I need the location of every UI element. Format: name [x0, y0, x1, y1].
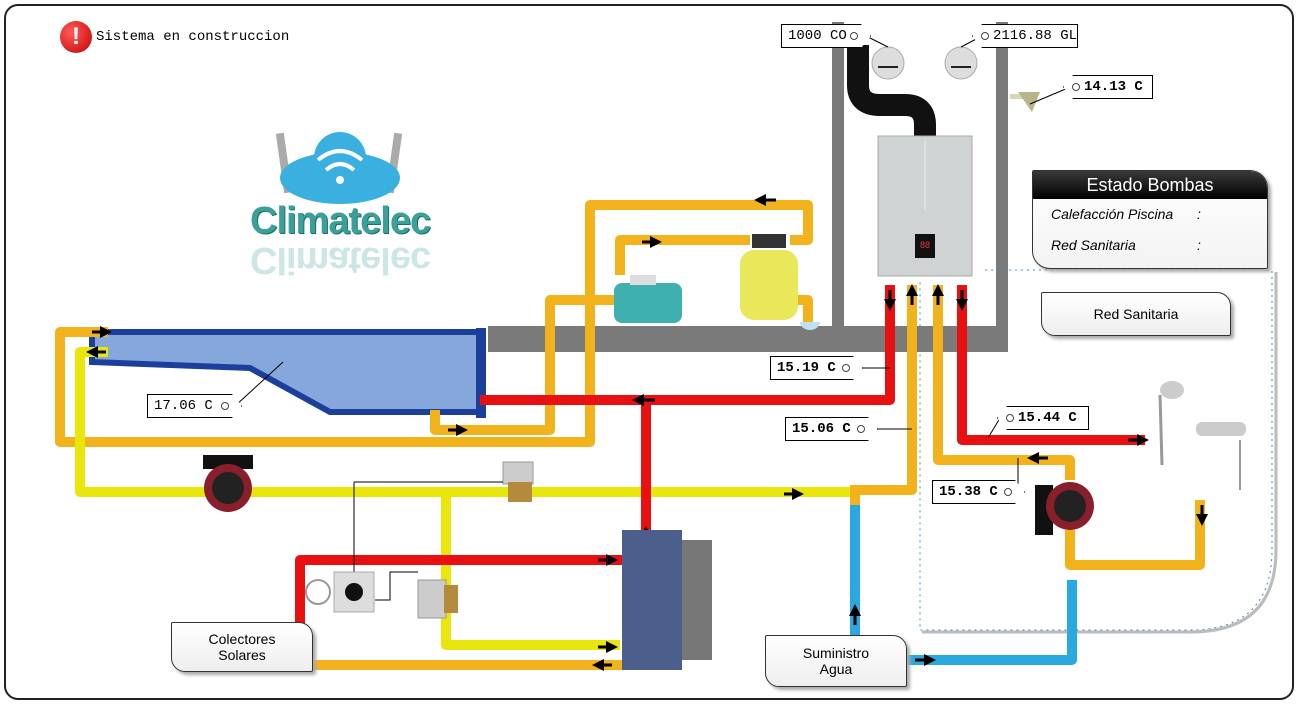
warm-pipes	[55, 200, 1205, 670]
boiler-out-temp-value: 15.19 C	[777, 360, 836, 376]
sanitary-circulator-pump[interactable]	[1035, 482, 1094, 535]
plate-heat-exchanger[interactable]	[622, 530, 712, 670]
sensor-knob-icon	[981, 32, 989, 40]
sensor-knob-icon	[221, 402, 229, 410]
hot-pipes	[295, 285, 1145, 630]
water-supply-button[interactable]: Suministro Agua	[765, 635, 907, 687]
pool-temp-value: 17.06 C	[154, 398, 213, 414]
logo-reflection: Climatelec	[250, 239, 431, 281]
sanitary-network-label: Red Sanitaria	[1093, 306, 1179, 322]
co-detector	[871, 46, 905, 80]
svg-text:88: 88	[920, 240, 930, 250]
boiler-return-temp-tag[interactable]: 15.06 C	[785, 417, 878, 441]
sensor-knob-icon	[1004, 488, 1012, 496]
sensor-knob-icon	[842, 364, 850, 372]
three-way-valve-bottom[interactable]	[417, 579, 458, 619]
status-warning: ! Sistema en construccion	[60, 21, 289, 53]
solar-collectors-line2: Solares	[218, 647, 266, 663]
pump-status-panel: Estado Bombas Calefacción Piscina : Red …	[1032, 170, 1268, 269]
pump-status-title: Estado Bombas	[1033, 171, 1267, 199]
co-value: 1000 CO	[788, 28, 847, 44]
wifi-cloud-icon	[275, 132, 403, 204]
pump-status-label: Calefacción Piscina	[1051, 206, 1174, 222]
flue-pipe	[847, 45, 936, 140]
sensor-coil-icon	[305, 579, 331, 605]
pool-temp-tag[interactable]: 17.06 C	[147, 394, 242, 418]
pump-status-row: Red Sanitaria :	[1033, 230, 1267, 261]
gas-boiler[interactable]: 88	[877, 135, 973, 277]
window-frame	[4, 4, 1294, 700]
glp-sensor-tag[interactable]: 2116.88 GLP	[972, 24, 1078, 48]
pump-status-label: Red Sanitaria	[1051, 237, 1136, 253]
pump-status-sep: :	[1197, 237, 1201, 253]
sensor-knob-icon	[850, 32, 858, 40]
sensor-knob-icon	[1006, 414, 1014, 422]
sanitary-return-temp-value: 15.38 C	[939, 484, 998, 500]
ambient-temp-tag[interactable]: 14.13 C	[1063, 75, 1153, 99]
bath-faucet[interactable]	[1196, 422, 1246, 490]
boiler-out-temp-tag[interactable]: 15.19 C	[770, 356, 863, 380]
sand-filter[interactable]	[740, 234, 798, 320]
sanitary-hot-temp-tag[interactable]: 15.44 C	[997, 406, 1089, 430]
sanitary-hot-temp-value: 15.44 C	[1018, 410, 1077, 426]
sanitary-zone-boundary	[919, 269, 1273, 631]
pump-status-sep: :	[1197, 206, 1201, 222]
ambient-temp-value: 14.13 C	[1084, 79, 1143, 95]
three-way-valve-top[interactable]	[502, 461, 534, 502]
sanitary-return-temp-tag[interactable]: 15.38 C	[932, 480, 1025, 504]
sensor-knob-icon	[1072, 83, 1080, 91]
status-message: Sistema en construccion	[96, 29, 290, 45]
drain-icon	[800, 322, 820, 330]
pool-pump[interactable]	[614, 275, 682, 323]
sensor-knob-icon	[857, 425, 865, 433]
water-supply-line1: Suministro	[802, 645, 870, 661]
glp-detector	[944, 46, 978, 80]
ambient-sensor	[1010, 92, 1040, 112]
glp-value: 2116.88 GLP	[993, 28, 1086, 44]
warning-icon: !	[60, 21, 92, 53]
pool-circulator-pump[interactable]	[203, 455, 253, 512]
flow-arrows	[86, 194, 1208, 671]
sanitary-network-button[interactable]: Red Sanitaria	[1041, 292, 1231, 336]
pump-status-row: Calefacción Piscina :	[1033, 199, 1267, 230]
solar-collectors-line1: Colectores	[208, 631, 276, 647]
water-supply-line2: Agua	[819, 661, 853, 677]
boiler-return-temp-value: 15.06 C	[792, 421, 851, 437]
co-sensor-tag[interactable]: 1000 CO	[781, 24, 871, 48]
solar-collectors-button[interactable]: Colectores Solares	[171, 622, 313, 672]
logo: Climatelec Climatelec	[250, 128, 440, 281]
shower-head[interactable]	[1158, 381, 1184, 466]
logo-text: Climatelec	[250, 200, 431, 242]
solar-controller[interactable]	[333, 571, 375, 613]
